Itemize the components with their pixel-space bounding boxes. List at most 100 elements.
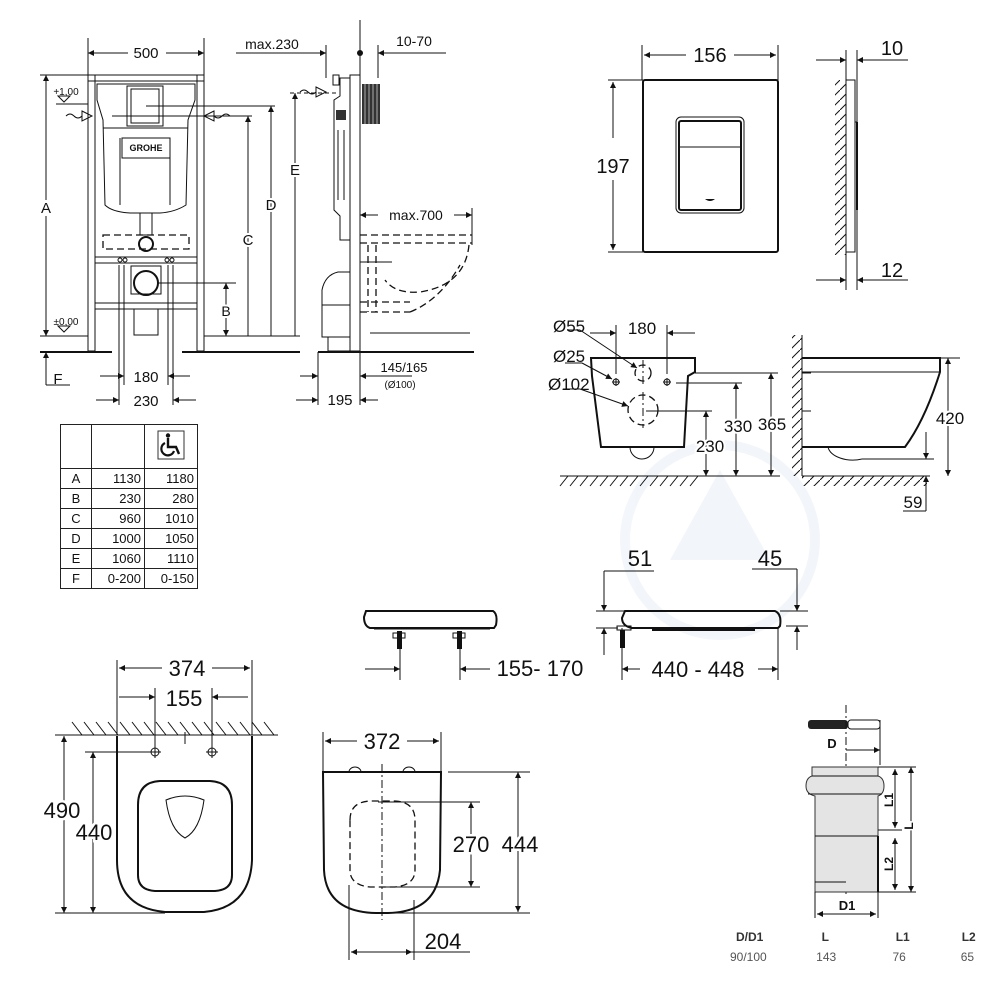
flush-plate-side: [816, 50, 908, 290]
pipe-label-d1: D1: [839, 898, 856, 913]
bowl-top-view: [55, 660, 278, 914]
pipe-label-l: L: [902, 822, 916, 829]
dim-365: 365: [758, 415, 786, 434]
dim-195: 195: [327, 392, 352, 409]
dim-bowl-length-490: 490: [44, 798, 81, 823]
label-d25: Ø25: [553, 347, 585, 366]
row-key: F: [60, 568, 92, 589]
dim-seat-opening-270: 270: [453, 832, 490, 857]
dim-plate-width: 156: [693, 45, 726, 67]
seat-side-view-profile: [596, 568, 808, 680]
dim-label-f: F: [53, 371, 62, 388]
dim-max-700: max.700: [389, 207, 443, 223]
dim-bowl-holes-180: 180: [628, 319, 656, 338]
pipe-connector: [805, 705, 916, 918]
dim-seat-length-444: 444: [502, 832, 539, 857]
dim-plate-depth-12: 12: [881, 260, 903, 282]
dim-frame-width: 500: [133, 45, 158, 62]
dim-label-a: A: [41, 200, 51, 217]
pipe-spec-header: D/D1 L L1 L2: [730, 930, 990, 944]
pipe-header-l: L: [821, 930, 830, 944]
label-d55: Ø55: [553, 317, 585, 336]
pipe-spec-table: D/D1 L L1 L2 90/100 143 76 65: [730, 930, 990, 964]
pipe-value-l1: 76: [892, 950, 906, 964]
pipe-label-l1: L1: [882, 793, 896, 807]
dim-label-c: C: [243, 232, 254, 249]
bowl-side-view: [792, 335, 960, 512]
dim-seat-length: 440 - 448: [652, 657, 745, 682]
dim-bowl-440: 440: [76, 820, 113, 845]
seat-top-view: [321, 732, 530, 960]
row-key: C: [60, 508, 92, 529]
dim-10-70: 10-70: [396, 33, 432, 49]
watermark: [620, 440, 820, 640]
row-standard: 1000: [91, 528, 145, 549]
dim-bowl-width-374: 374: [169, 656, 206, 681]
row-accessible: 1180: [144, 468, 198, 489]
row-standard: 960: [91, 508, 145, 529]
frame-side-view: [236, 20, 474, 405]
dim-label-e: E: [290, 162, 300, 179]
pipe-label-d: D: [827, 736, 836, 751]
dim-bowl-holes-155: 155: [166, 686, 203, 711]
dim-plate-depth-10: 10: [881, 38, 903, 60]
dim-seat-width-372: 372: [364, 729, 401, 754]
row-key: A: [60, 468, 92, 489]
seat-side-view-hinges: [362, 610, 498, 680]
dim-420: 420: [936, 409, 964, 428]
dim-bottom-230: 230: [133, 393, 158, 410]
pipe-header-l1: L1: [895, 930, 910, 944]
dim-max-230: max.230: [245, 36, 299, 52]
dim-label-d: D: [266, 197, 277, 214]
table-header-accessible: [144, 424, 198, 469]
pipe-label-l2: L2: [882, 857, 896, 871]
dim-seat-back-45: 45: [758, 546, 782, 571]
pipe-header-l2: L2: [961, 930, 976, 944]
dim-label-b: B: [221, 303, 230, 319]
row-standard: 0-200: [91, 568, 145, 589]
flush-plate-front: [608, 45, 779, 253]
dim-145-165: 145/165: [381, 360, 428, 375]
row-accessible: 1050: [144, 528, 198, 549]
pipe-diameter-100: (Ø100): [384, 380, 415, 391]
dim-bottom-180: 180: [133, 369, 158, 386]
table-header-row: [60, 424, 198, 469]
table-header-standard: [91, 424, 145, 469]
row-key: B: [60, 488, 92, 509]
level-top-label: +1,00: [53, 87, 79, 98]
dim-330: 330: [724, 417, 752, 436]
table-header-key: [60, 424, 92, 469]
row-standard: 1060: [91, 548, 145, 569]
level-zero-label: ±0,00: [54, 317, 79, 328]
row-accessible: 1110: [144, 548, 198, 569]
row-accessible: 0-150: [144, 568, 198, 589]
row-standard: 230: [91, 488, 145, 509]
dim-230: 230: [696, 437, 724, 456]
pipe-header-d: D/D1: [736, 930, 764, 944]
row-key: D: [60, 528, 92, 549]
frame-front-view: GROHE: [38, 38, 300, 405]
dim-seat-204: 204: [425, 929, 462, 954]
pipe-spec-values: 90/100 143 76 65: [730, 944, 990, 964]
dim-plate-height: 197: [596, 156, 629, 178]
bowl-back-view: [559, 325, 780, 487]
dim-seat-front-51: 51: [628, 546, 652, 571]
dim-59: 59: [904, 493, 923, 512]
pipe-value-l2: 65: [960, 950, 975, 964]
pipe-value-d: 90/100: [730, 950, 767, 964]
label-d102: Ø102: [548, 375, 590, 394]
brand-logo: GROHE: [129, 143, 162, 153]
dim-hinge-spacing: 155- 170: [497, 656, 584, 681]
row-standard: 1130: [91, 468, 145, 489]
row-accessible: 1010: [144, 508, 198, 529]
pipe-value-l: 143: [816, 950, 837, 964]
row-key: E: [60, 548, 92, 569]
